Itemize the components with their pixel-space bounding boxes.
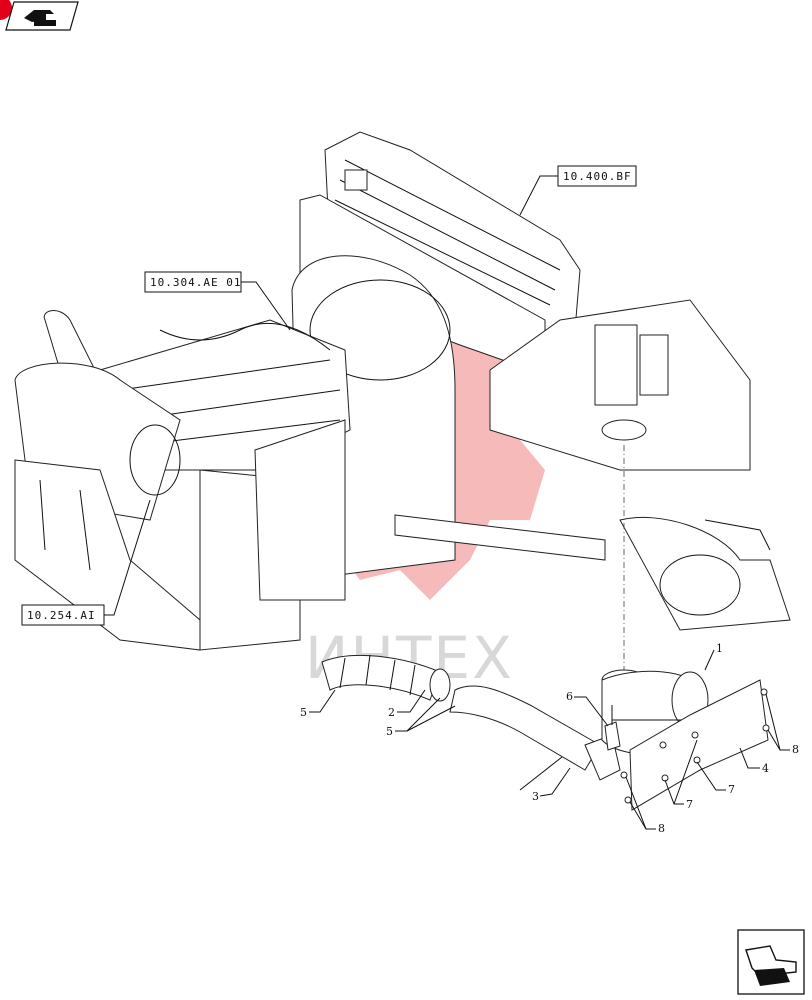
callout-6: 6 (566, 690, 609, 727)
next-nav-button[interactable] (737, 929, 805, 995)
svg-text:3: 3 (532, 790, 539, 803)
callout-7b: 7 (664, 739, 698, 811)
svg-text:7: 7 (686, 798, 693, 811)
hand-pointer-left-icon (24, 10, 56, 26)
svg-text:8: 8 (792, 743, 799, 756)
intake-hose-parts (321, 654, 621, 791)
nav-badge (0, 0, 12, 20)
callout-7a: 7 (696, 761, 735, 796)
callout-8b: 8 (625, 776, 665, 835)
air-cleaner-assembly (601, 669, 770, 811)
callout-3: 3 (532, 767, 571, 803)
back-nav-button[interactable] (0, 0, 79, 31)
ref-label: 10.400.BF (563, 170, 632, 183)
ref-box-10-254-ai[interactable]: 10.254.AI (21, 604, 105, 626)
callout-2: 2 (388, 689, 426, 719)
svg-text:4: 4 (762, 762, 769, 775)
ref-box-10-400-bf[interactable]: 10.400.BF (557, 165, 637, 187)
ref-label: 10.304.AE 01 (150, 276, 241, 289)
callout-5a: 5 (300, 689, 336, 719)
ref-label: 10.254.AI (27, 609, 96, 622)
callout-5b: 5 (386, 697, 456, 738)
svg-text:5: 5 (386, 725, 393, 738)
svg-text:1: 1 (716, 642, 723, 655)
machine-assembly (14, 131, 791, 651)
svg-text:6: 6 (566, 690, 573, 703)
callout-8a: 8 (765, 693, 799, 756)
svg-text:7: 7 (728, 783, 735, 796)
callout-4: 4 (739, 747, 769, 775)
hand-pointer-right-icon (745, 945, 797, 986)
svg-text:2: 2 (388, 706, 395, 719)
callout-1: 1 (704, 642, 723, 671)
ref-box-10-304-ae-01[interactable]: 10.304.AE 01 (144, 271, 242, 293)
svg-text:5: 5 (300, 706, 307, 719)
svg-text:8: 8 (658, 822, 665, 835)
